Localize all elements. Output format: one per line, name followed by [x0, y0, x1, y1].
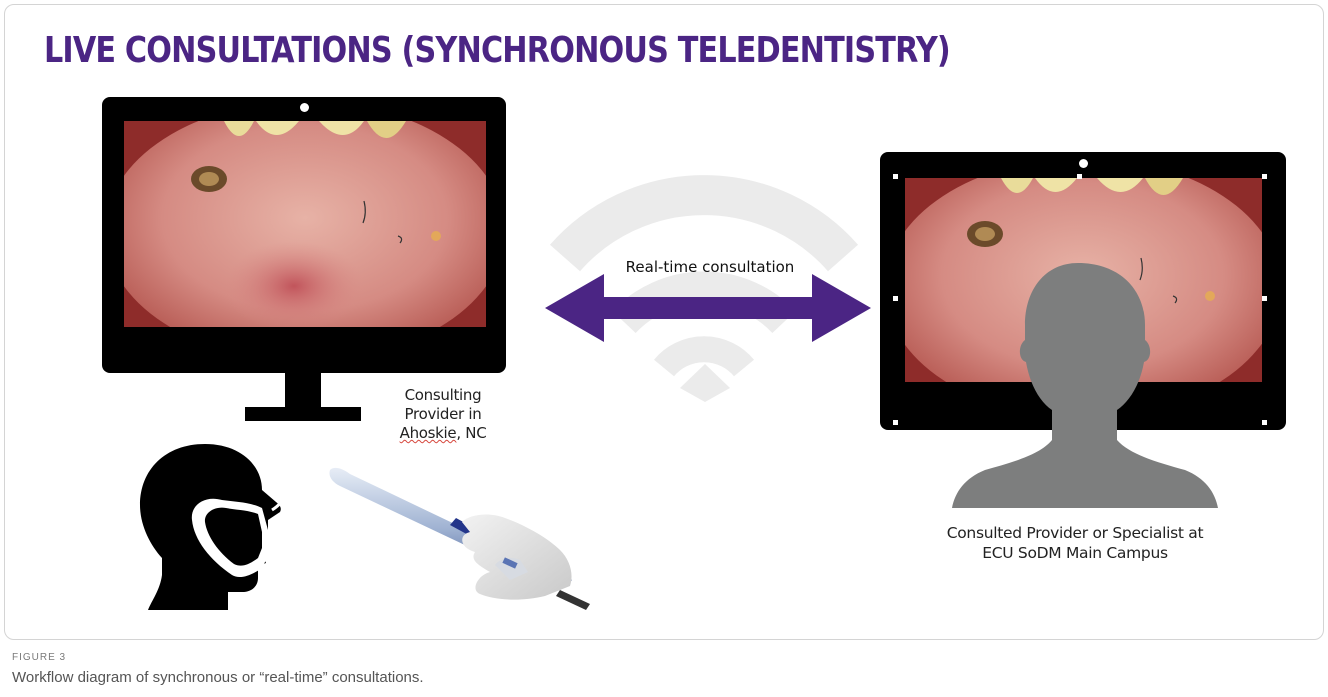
figure-label: FIGURE 3 [12, 652, 66, 663]
figure-caption: Workflow diagram of synchronous or “real… [12, 669, 424, 686]
